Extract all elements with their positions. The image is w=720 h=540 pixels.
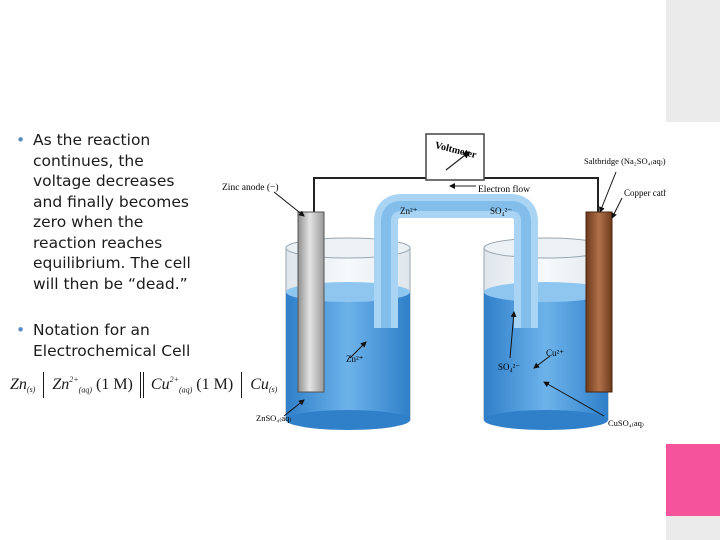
bullet-reaction-voltage: As the reaction continues, the voltage d…	[14, 130, 204, 294]
notation-conc-1: (1 M)	[96, 376, 133, 393]
znso4-label: ZnSO₄₍aq₎	[256, 413, 291, 423]
decorative-gray-bar-bottom	[666, 516, 720, 540]
notation-double-bar	[139, 372, 144, 398]
notation-zn-solid: Zn(s)	[10, 375, 36, 395]
notation-conc-2: (1 M)	[196, 376, 234, 393]
voltmeter-needle	[445, 151, 470, 171]
voltmeter-box	[425, 133, 485, 181]
electron-flow-label: Electron flow	[478, 184, 530, 195]
bullet-list: As the reaction continues, the voltage d…	[14, 130, 204, 361]
zn2-bridge-label: Zn²⁺	[400, 206, 418, 216]
notation-bar	[43, 372, 45, 398]
galvanic-cell-diagram: Voltmeter Zinc anode (−) Electron flow	[214, 120, 694, 440]
notation-zn-ion: Zn2+(aq)	[52, 375, 92, 395]
decorative-pink-bar	[666, 444, 720, 516]
zinc-electrode	[297, 211, 325, 393]
notation-bar-2	[241, 372, 243, 398]
so4-right-label: SO₄²⁻	[498, 362, 520, 372]
notation-cu-ion: Cu2+(aq)	[150, 375, 193, 395]
copper-cathode-label: Copper cathode (+)	[624, 188, 666, 198]
wire-left	[313, 177, 426, 215]
cuso4-label: CuSO₄₍aq₎	[608, 418, 644, 428]
decorative-gray-bar-top	[666, 0, 720, 122]
bullet-notation: Notation for an Electrochemical Cell	[14, 320, 204, 361]
copper-electrode	[585, 211, 613, 393]
cell-notation: Zn(s) Zn2+(aq) (1 M) Cu2+(aq) (1 M) Cu(s…	[10, 372, 277, 404]
salt-bridge-label: Saltbridge (Na₂SO₄₍aq₎)	[584, 156, 666, 166]
zn2-left-label: Zn²⁺	[346, 354, 364, 364]
cu2-right-label: Cu²⁺	[546, 348, 564, 358]
so4-bridge-label: SO₄²⁻	[490, 206, 512, 216]
wire-right	[484, 177, 599, 215]
galvanic-cell-svg: Voltmeter Zinc anode (−) Electron flow	[222, 133, 694, 430]
notation-cu-solid: Cu(s)	[250, 375, 278, 395]
zinc-anode-label: Zinc anode (−)	[222, 182, 279, 193]
